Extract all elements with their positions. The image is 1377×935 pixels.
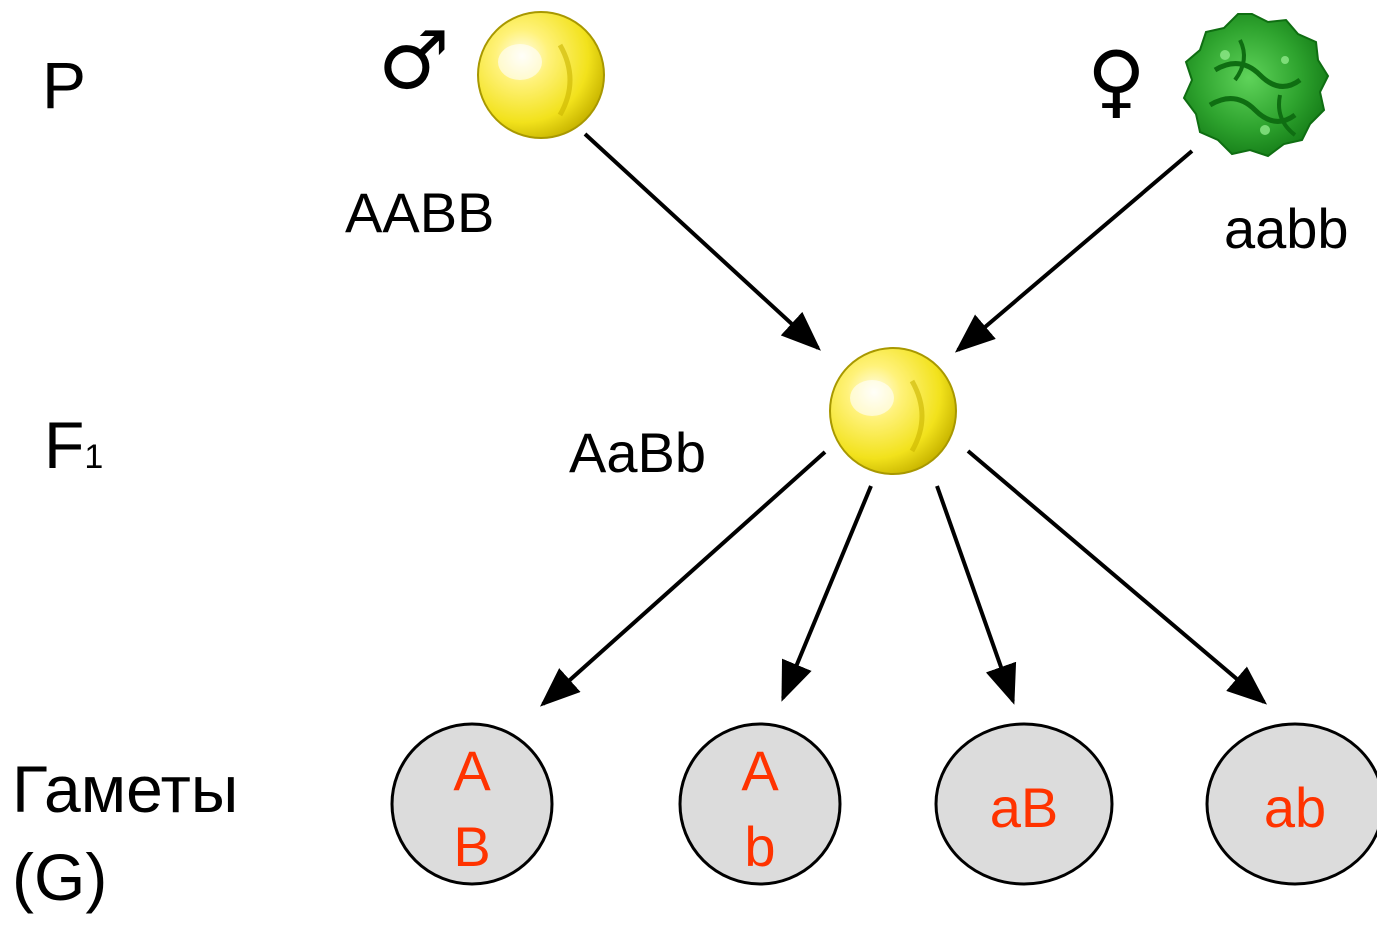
arrow-f1-to-gamete-2 xyxy=(781,485,873,702)
arrows xyxy=(540,132,1268,707)
arrow-f1-to-gamete-1 xyxy=(540,450,827,707)
female-symbol-icon: ♀ xyxy=(1087,34,1146,127)
female-genotype: aabb xyxy=(1224,197,1349,260)
f1-label: F1 xyxy=(44,408,103,482)
arrow-f1-to-gamete-4 xyxy=(966,449,1268,705)
arrow-f1-to-gamete-3 xyxy=(935,485,1017,705)
gamete-2: A b xyxy=(678,722,842,886)
arrow-female-to-f1 xyxy=(954,149,1194,353)
gamete-3: aB xyxy=(934,722,1114,886)
gamete-3-alleles: aB xyxy=(990,776,1059,839)
f1-yellow-seed xyxy=(829,347,957,475)
gamete-4-alleles: ab xyxy=(1264,776,1326,839)
gamete-1: A B xyxy=(390,722,554,886)
parents-label: P xyxy=(42,48,86,122)
arrow-male-to-f1 xyxy=(583,132,821,351)
f1-letter: F xyxy=(44,408,84,482)
gamete-1-allele-b: B xyxy=(453,815,490,878)
male-genotype: AABB xyxy=(345,181,494,244)
f1-subscript: 1 xyxy=(84,438,103,476)
f1-genotype: AaBb xyxy=(569,421,706,484)
male-yellow-seed xyxy=(477,11,605,139)
male-symbol-icon: ♂ xyxy=(378,14,450,107)
gametes-label-abbr: (G) xyxy=(12,840,107,914)
female-green-seed xyxy=(1182,13,1330,158)
gametes-label: Гаметы xyxy=(12,752,238,826)
gamete-2-allele-b: b xyxy=(744,815,775,878)
gamete-1-allele-a: A xyxy=(453,739,491,802)
gamete-2-allele-a: A xyxy=(741,739,779,802)
gamete-4: ab xyxy=(1205,722,1377,886)
